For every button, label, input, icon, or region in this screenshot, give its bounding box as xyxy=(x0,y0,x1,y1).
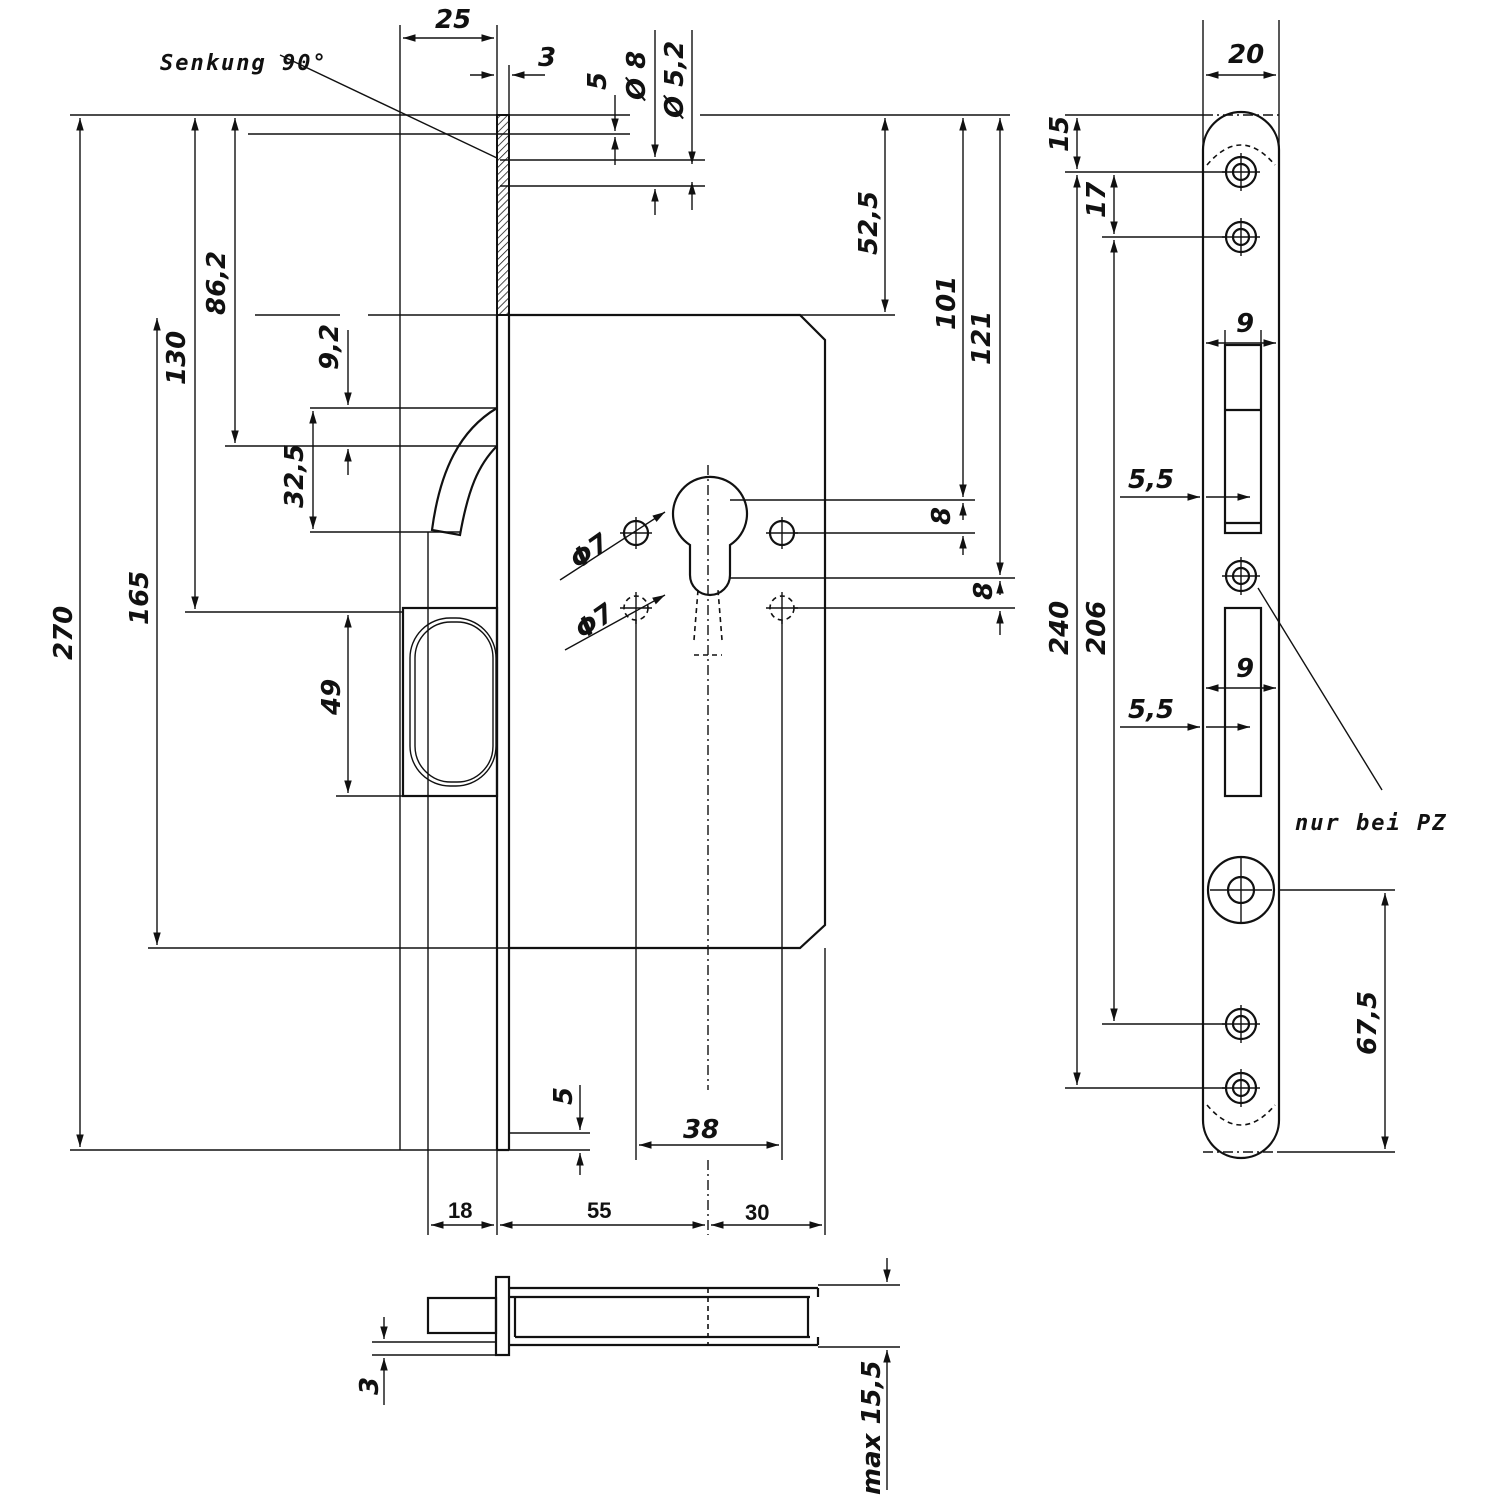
dim-latch-slot-width: 9 xyxy=(1236,309,1254,339)
front-ext-lines xyxy=(70,25,1015,1235)
dim-faceplate-thickness: 3 xyxy=(538,43,556,73)
dim-screw-spacing: 17 xyxy=(1082,181,1112,218)
dim-pin-dia-lower: Φ7 xyxy=(570,598,621,646)
dim-hole-offset: 5 xyxy=(583,72,613,90)
dim-latch-offset-side: 5,5 xyxy=(1128,465,1174,495)
dim-bottom-faceplate: 3 xyxy=(355,1377,385,1395)
dim-case-height: 165 xyxy=(125,571,155,625)
dim-to-case-top: 52,5 xyxy=(854,191,884,255)
bolt-end xyxy=(426,1296,498,1335)
pz-note: nur bei PZ xyxy=(1295,811,1447,836)
faceplate-end xyxy=(494,1275,511,1357)
dim-bottom-to-center: 67,5 xyxy=(1353,991,1383,1055)
latch-slot xyxy=(1223,343,1263,535)
dim-backset: 55 xyxy=(587,1198,611,1223)
latch-bolt xyxy=(430,407,498,537)
bolt-slot xyxy=(1223,606,1263,798)
dead-bolt xyxy=(401,606,499,798)
faceplate-section xyxy=(496,114,510,316)
dim-bolt-offset-side: 5,5 xyxy=(1128,695,1174,725)
dim-top-offset: 15 xyxy=(1045,116,1075,152)
dim-pin-spacing: 38 xyxy=(683,1115,719,1145)
lock-case xyxy=(509,313,827,950)
dim-screw-outer-span: 240 xyxy=(1045,601,1075,655)
front-short-dims xyxy=(344,30,1004,1175)
faceplate-screws xyxy=(1206,153,1276,1107)
front-view: Senkung 90° 25 3 5 Ø 8 Ø 5,2 270 165 130… xyxy=(49,5,1015,1235)
dead-bolt-slot xyxy=(414,621,494,783)
dim-latch-offset: 9,2 xyxy=(315,324,345,370)
dim-total-height: 270 xyxy=(49,606,79,660)
countersink-leader xyxy=(279,54,498,159)
pin-crosshairs xyxy=(620,517,798,624)
dim-to-latch-top: 130 xyxy=(162,331,192,385)
dim-case-rest: 30 xyxy=(745,1200,769,1225)
dim-countersink-dia: Ø 8 xyxy=(622,51,652,102)
dead-bolt-slot-outer xyxy=(409,617,497,787)
dim-latch-height: 32,5 xyxy=(280,444,310,508)
side-view: 20 15 17 9 5,5 9 5,5 240 206 67,5 nur be… xyxy=(1045,20,1447,1160)
spindle-hole xyxy=(1206,855,1276,925)
dim-hole-dia: Ø 5,2 xyxy=(660,41,690,120)
dim-screw-inner-span: 206 xyxy=(1082,601,1112,655)
dim-bolt-projection: 18 xyxy=(448,1198,472,1223)
dim-spindle-to-hole: 8 xyxy=(927,507,957,525)
side-offset-dims xyxy=(1120,493,1250,731)
dim-case-depth: max 15,5 xyxy=(857,1360,887,1495)
faceplate-rounded-ends xyxy=(1206,144,1276,1126)
side-dim-lines xyxy=(1073,71,1389,1149)
faceplate-outline xyxy=(1201,110,1281,1160)
dim-cylinder-to-hole: 8 xyxy=(969,582,999,600)
bottom-ext-lines xyxy=(372,1284,900,1356)
dim-faceplate-width: 20 xyxy=(1228,40,1264,70)
dim-backset-top: 25 xyxy=(435,5,471,35)
dim-to-cylinder-center: 101 xyxy=(932,276,962,330)
dim-bolt-slot-width: 9 xyxy=(1236,654,1254,684)
dim-to-latch-center: 86,2 xyxy=(202,251,232,315)
dim-to-cylinder-lower: 121 xyxy=(967,311,997,365)
cylinder-keyhole xyxy=(671,475,749,597)
dim-bottom-offset: 5 xyxy=(549,1087,579,1105)
bottom-dim-lines xyxy=(380,1258,891,1490)
front-dim-lines xyxy=(76,34,1004,1229)
dim-bolt-height: 49 xyxy=(317,679,347,716)
bottom-view: 3 max 15,5 xyxy=(355,1258,900,1495)
countersink-note: Senkung 90° xyxy=(160,51,328,76)
side-ext-lines xyxy=(1065,20,1395,1153)
dim-pin-dia-upper: Φ7 xyxy=(565,528,616,576)
